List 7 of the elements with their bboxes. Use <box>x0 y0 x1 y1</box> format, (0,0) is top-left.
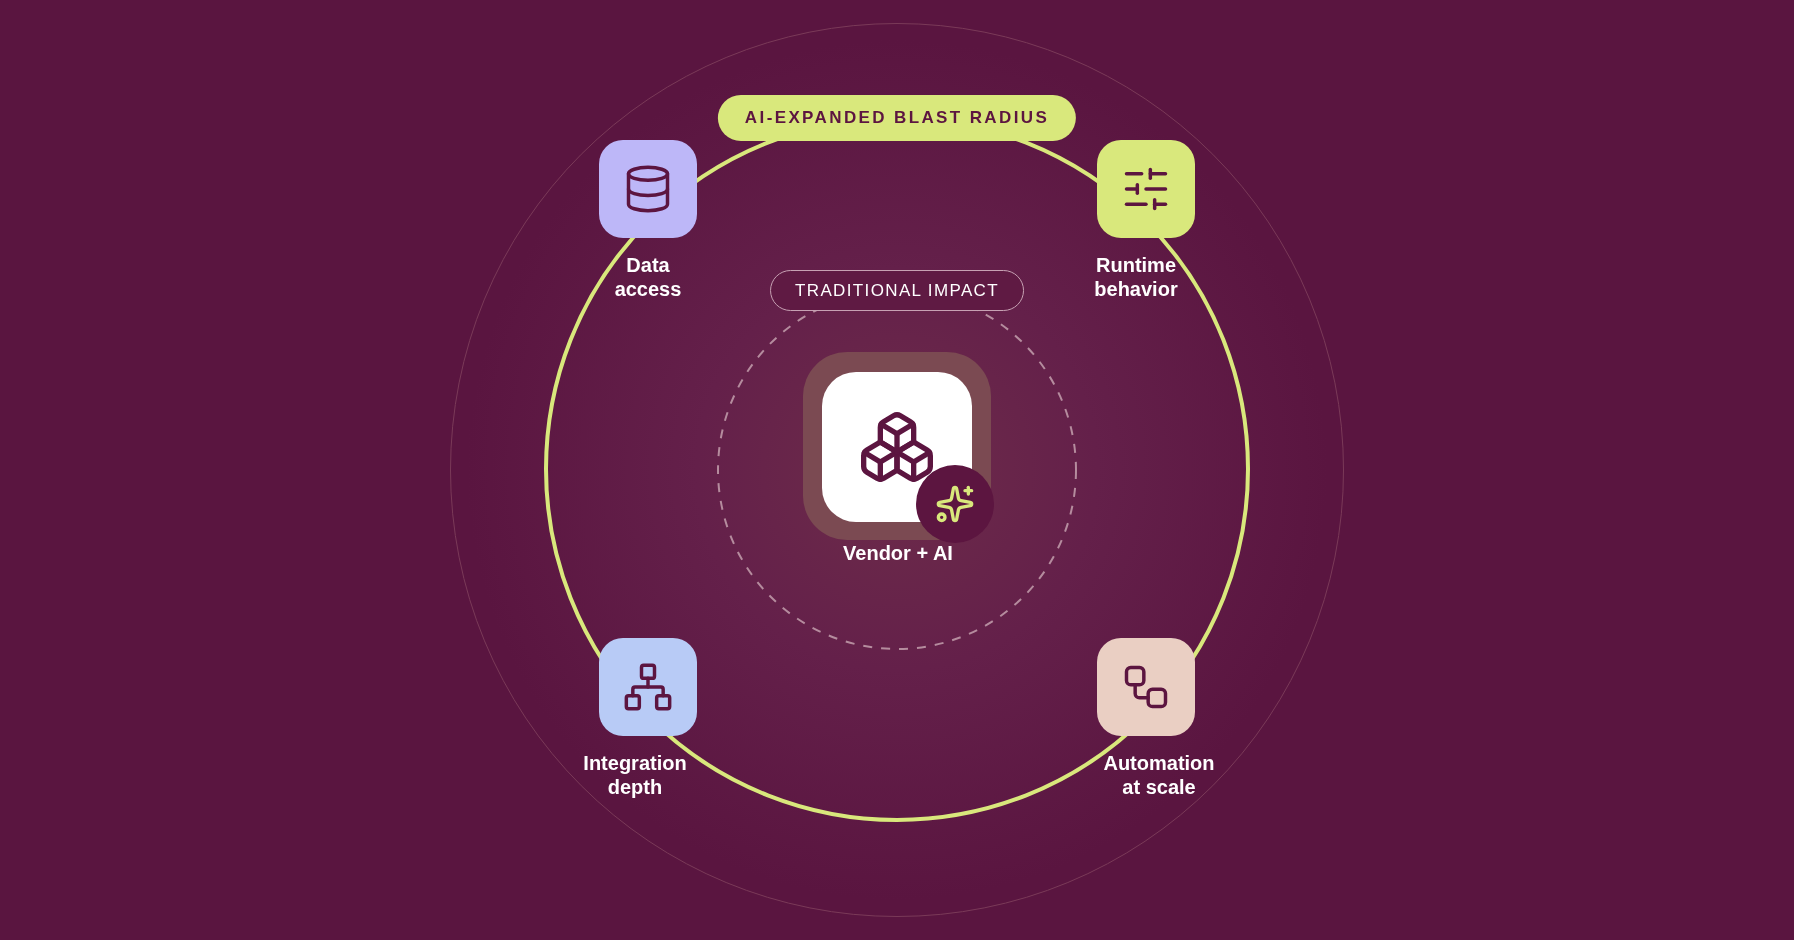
node-label: Integration depth <box>582 751 688 799</box>
node-label: Vendor + AI <box>842 541 954 565</box>
radius-tag: AI-EXPANDED BLAST RADIUS <box>717 95 1077 141</box>
impact-tag: TRADITIONAL IMPACT <box>770 270 1024 311</box>
node-label: Runtime behavior <box>1093 253 1179 301</box>
node-label: Data access <box>613 253 683 301</box>
node-label: Automation at scale <box>1102 751 1216 799</box>
